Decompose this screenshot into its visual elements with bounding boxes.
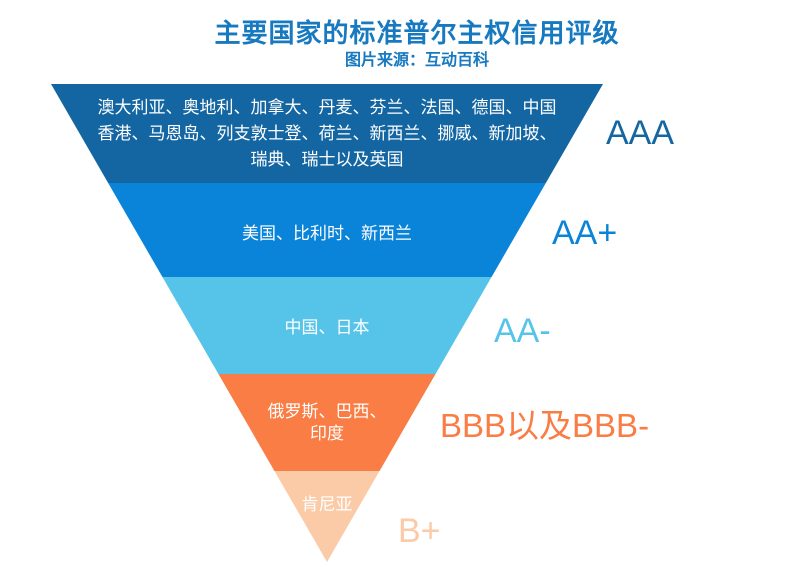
tier-b-plus-countries: 肯尼亚 (302, 494, 353, 516)
tier-aaa-countries: 澳大利亚、奥地利、加拿大、丹麦、芬兰、法国、德国、中国 香港、马恩岛、列支敦士登… (98, 95, 557, 173)
chart-header: 主要国家的标准普尔主权信用评级 图片来源：互动百科 (17, 16, 800, 70)
rating-label-aa-plus: AA+ (552, 214, 618, 252)
tier-aa-plus-countries: 美国、比利时、新西兰 (242, 223, 412, 245)
chart-title: 主要国家的标准普尔主权信用评级 (214, 18, 620, 48)
rating-label-aaa: AAA (606, 114, 675, 152)
chart-source-note: 图片来源：互动百科 (344, 52, 489, 69)
funnel-tier-aa-plus: 美国、比利时、新西兰 (51, 183, 603, 277)
rating-label-aa-minus: AA- (494, 312, 551, 350)
tier-aa-minus-countries-line1: 中国、日本 (284, 318, 370, 337)
funnel-tier-aaa: 澳大利亚、奥地利、加拿大、丹麦、芬兰、法国、德国、中国 香港、马恩岛、列支敦士登… (51, 84, 603, 183)
tier-b-plus-countries-line1: 肯尼亚 (301, 495, 353, 514)
tier-aa-minus-countries: 中国、日本 (285, 317, 370, 339)
tier-aaa-countries-line3: 瑞典、瑞士以及英国 (250, 149, 404, 169)
rating-label-b-plus: B+ (398, 512, 441, 550)
funnel-tier-b-plus: 肯尼亚 (51, 471, 603, 562)
tier-aaa-countries-line2: 香港、马恩岛、列支敦士登、荷兰、新西兰、挪威、新加坡、 (97, 123, 557, 143)
tier-bbb-countries-line2: 印度 (310, 423, 344, 443)
rating-label-bbb: BBB以及BBB- (440, 407, 650, 444)
tier-aa-plus-countries-line1: 美国、比利时、新西兰 (242, 224, 412, 243)
tier-bbb-countries-line1: 俄罗斯、巴西、 (267, 401, 387, 421)
tier-bbb-countries: 俄罗斯、巴西、 印度 (268, 401, 387, 445)
tier-aaa-countries-line1: 澳大利亚、奥地利、加拿大、丹麦、芬兰、法国、德国、中国 (97, 97, 557, 117)
